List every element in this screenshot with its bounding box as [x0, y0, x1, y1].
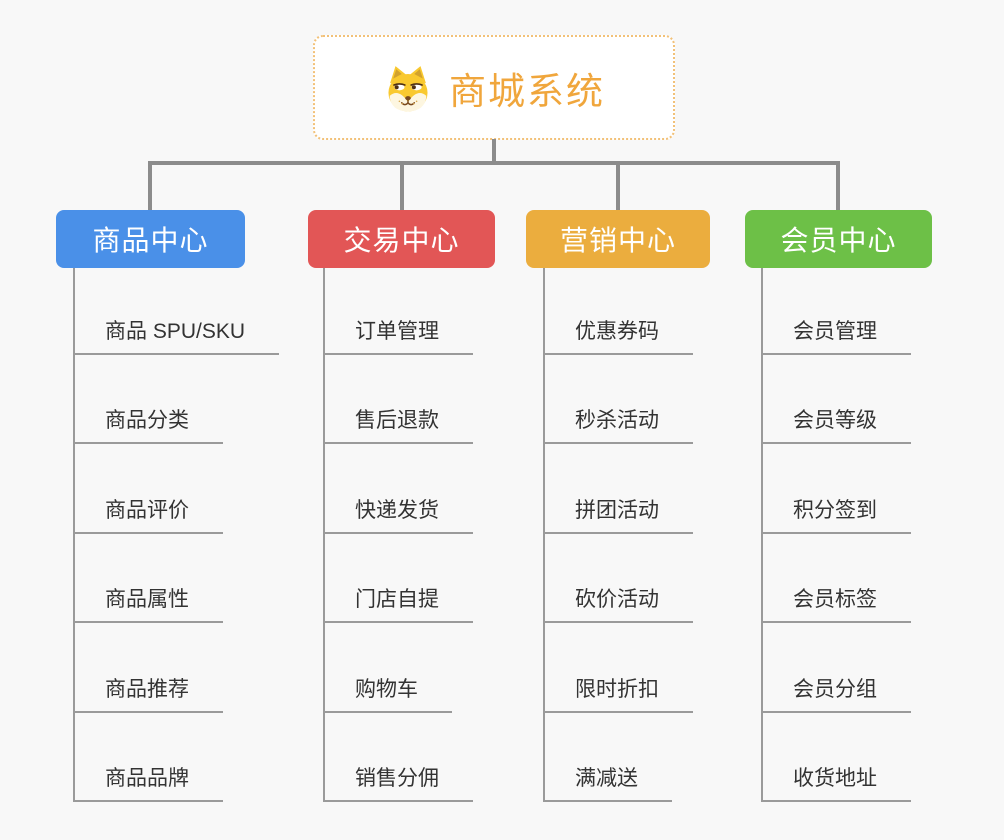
child-node[interactable]: 秒杀活动 — [545, 409, 693, 444]
connector-bus — [148, 161, 840, 165]
child-node[interactable]: 会员分组 — [763, 678, 911, 713]
child-node[interactable]: 商品品牌 — [75, 767, 223, 802]
child-node[interactable]: 商品 SPU/SKU — [75, 320, 280, 355]
child-node[interactable]: 优惠券码 — [545, 320, 693, 355]
child-node[interactable]: 收货地址 — [763, 767, 911, 802]
child-node[interactable]: 销售分佣 — [325, 767, 473, 802]
child-node[interactable]: 购物车 — [325, 678, 452, 713]
branch-node-marketing-center[interactable]: 营销中心 — [526, 210, 710, 268]
dog-face-icon — [388, 65, 428, 111]
child-node[interactable]: 商品评价 — [75, 499, 223, 534]
connector-drop-marketing — [616, 161, 620, 210]
child-node[interactable]: 门店自提 — [325, 588, 473, 623]
branch-node-member-center[interactable]: 会员中心 — [745, 210, 932, 268]
connector-root-stem — [492, 139, 496, 163]
child-node[interactable]: 快递发货 — [325, 499, 473, 534]
child-node[interactable]: 商品分类 — [75, 409, 223, 444]
child-node[interactable]: 满减送 — [545, 767, 672, 802]
branch-node-trade-center[interactable]: 交易中心 — [308, 210, 495, 268]
root-node[interactable]: 商城系统 — [313, 35, 675, 140]
connector-drop-trade — [400, 161, 404, 210]
child-node[interactable]: 限时折扣 — [545, 678, 693, 713]
children-column-trade: 订单管理 售后退款 快递发货 门店自提 购物车 销售分佣 — [323, 268, 565, 802]
connector-drop-product — [148, 161, 152, 210]
child-node[interactable]: 会员等级 — [763, 409, 911, 444]
child-node[interactable]: 会员标签 — [763, 588, 911, 623]
child-node[interactable]: 砍价活动 — [545, 588, 693, 623]
children-column-marketing: 优惠券码 秒杀活动 拼团活动 砍价活动 限时折扣 满减送 — [543, 268, 785, 802]
child-node[interactable]: 订单管理 — [325, 320, 473, 355]
root-title: 商城系统 — [449, 70, 605, 112]
child-node[interactable]: 售后退款 — [325, 409, 473, 444]
child-node[interactable]: 商品推荐 — [75, 678, 223, 713]
child-node[interactable]: 会员管理 — [763, 320, 911, 355]
children-column-member: 会员管理 会员等级 积分签到 会员标签 会员分组 收货地址 — [761, 268, 1003, 802]
child-node[interactable]: 积分签到 — [763, 499, 911, 534]
child-node[interactable]: 商品属性 — [75, 588, 223, 623]
branch-node-product-center[interactable]: 商品中心 — [56, 210, 245, 268]
children-column-product: 商品 SPU/SKU 商品分类 商品评价 商品属性 商品推荐 商品品牌 — [73, 268, 315, 802]
connector-drop-member — [836, 161, 840, 210]
child-node[interactable]: 拼团活动 — [545, 499, 693, 534]
